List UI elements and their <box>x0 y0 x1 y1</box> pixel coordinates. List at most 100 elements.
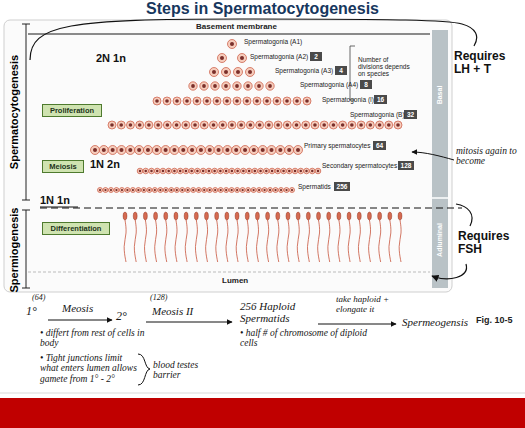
cell-nucleus <box>110 123 114 127</box>
germ-cell <box>152 188 157 193</box>
germ-cell <box>200 121 208 129</box>
sperm-tail <box>358 220 360 262</box>
membrane-label: Basement membrane <box>196 23 277 32</box>
sperm-tail <box>145 220 147 262</box>
cell-nucleus <box>195 99 199 103</box>
cell-nucleus <box>147 123 151 127</box>
germ-cell <box>211 82 219 90</box>
cell-nucleus <box>246 84 250 88</box>
box-text: Proliferation <box>50 106 94 115</box>
germ-cell <box>241 146 250 155</box>
cell-nucleus <box>396 123 400 127</box>
band-divider <box>432 197 448 199</box>
germ-cell <box>258 168 264 174</box>
germ-cell <box>266 82 274 90</box>
germ-cell <box>136 188 141 193</box>
cell-stage-label: Spermatogonia (A1) <box>244 38 302 45</box>
cell-nucleus <box>179 170 182 173</box>
cell-nucleus <box>300 170 303 173</box>
germ-cell <box>311 121 319 129</box>
box-text: 8 <box>364 81 368 88</box>
germ-cell <box>209 121 217 129</box>
cell-nucleus <box>224 84 228 88</box>
germ-cell <box>137 168 143 174</box>
cell-nucleus <box>276 123 280 127</box>
germ-cell <box>275 168 281 174</box>
phase-name: Spermiogenesis <box>8 208 20 293</box>
sperm-head <box>286 212 290 220</box>
sperm-tail <box>195 220 197 262</box>
germ-cell <box>213 97 221 105</box>
germ-cell <box>193 97 201 105</box>
cell-nucleus <box>175 99 179 103</box>
germ-cell <box>304 168 310 174</box>
phase-bracket <box>22 24 30 200</box>
cell-nucleus <box>224 70 228 74</box>
sperm-head <box>245 212 249 220</box>
cell-nucleus <box>205 99 209 103</box>
sperm-head <box>378 212 382 220</box>
slide-rule <box>0 393 525 394</box>
germ-cell <box>207 188 212 193</box>
sperm-tail <box>399 220 401 262</box>
germ-cell <box>179 146 188 155</box>
germ-cell <box>294 146 303 155</box>
germ-cell <box>200 168 206 174</box>
sperm-tail <box>389 220 391 262</box>
cell-nucleus <box>265 170 268 173</box>
germ-cell <box>257 188 262 193</box>
phase-name: Spermatocytogenesis <box>8 55 20 169</box>
cell-nucleus <box>111 148 115 152</box>
sperm-tail <box>134 220 136 262</box>
handwritten-note: Spermeogensis <box>402 316 468 328</box>
sperm-head <box>184 212 188 220</box>
cell-nucleus <box>255 99 259 103</box>
slide-title: Steps in Spermatocytogenesis <box>0 0 525 18</box>
count-badge: 128 <box>398 161 414 170</box>
count-badge: 64 <box>373 141 386 150</box>
cell-nucleus <box>176 189 178 191</box>
cell-nucleus <box>305 99 309 103</box>
germ-cell <box>244 82 252 90</box>
sperm-tail <box>246 220 248 262</box>
germ-cell <box>145 121 153 129</box>
cell-nucleus <box>212 70 216 74</box>
cell-nucleus <box>235 99 239 103</box>
germ-cell <box>233 82 241 90</box>
germ-cell <box>293 97 301 105</box>
cell-nucleus <box>170 189 172 191</box>
germ-cell <box>251 188 256 193</box>
hormone-note: Requires FSH <box>458 230 522 256</box>
germ-cell <box>256 121 264 129</box>
box-text: 4 <box>339 67 343 74</box>
sperm-tail <box>328 220 330 262</box>
sperm-head <box>133 212 137 220</box>
cell-stage-label: Spermatogonia (B) <box>350 111 405 118</box>
phase-bracket <box>22 210 30 288</box>
germ-cell <box>320 121 328 129</box>
count-badge: 2 <box>310 52 322 61</box>
handwritten-arrow <box>48 320 112 321</box>
cell-nucleus <box>148 189 150 191</box>
cell-stage-label: Spermatogonia (I) <box>322 96 374 103</box>
sperm-tail <box>216 220 218 262</box>
germ-cell <box>298 168 304 174</box>
germ-cell <box>163 97 171 105</box>
germ-cell <box>283 97 291 105</box>
germ-cell <box>267 146 276 155</box>
sperm-head <box>225 212 229 220</box>
cell-nucleus <box>220 56 224 60</box>
germ-cell <box>206 168 212 174</box>
species-note: Number of divisions depends on species <box>358 56 410 77</box>
cell-nucleus <box>213 84 217 88</box>
germ-cell <box>229 168 235 174</box>
sperm-head <box>266 212 270 220</box>
handwritten-arrow <box>412 152 454 160</box>
cell-nucleus <box>193 123 197 127</box>
cell-stage-label: Secondary spermatocytes <box>322 162 397 169</box>
germ-cell <box>258 146 267 155</box>
sperm-head <box>357 212 361 220</box>
germ-cell <box>279 188 284 193</box>
sperm-tail <box>307 220 309 262</box>
germ-cell <box>117 121 125 129</box>
